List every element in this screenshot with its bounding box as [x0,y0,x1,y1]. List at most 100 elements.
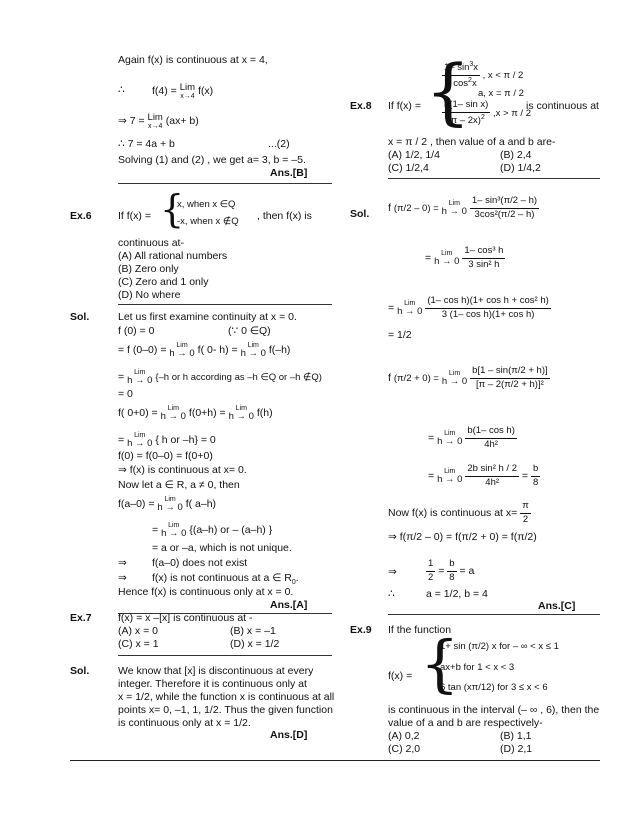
lim-subscript: h → 0 [228,411,254,422]
piece-case: 1+ sin (π/2) x for – ∞ < x ≤ 1 [440,641,559,652]
text-line: = 0 [118,388,133,400]
lim-word: Lim [167,405,179,412]
left-brace: { [425,49,471,133]
text-line: , then f(x) is [257,210,312,222]
text-segment: = [425,252,432,265]
lim-subscript: h → 0 [397,306,423,318]
text-segment: = [521,470,529,483]
lim-subscript: h → 0 [160,411,186,422]
piece-case: 6 tan (xπ/12) for 3 ≤ x < 6 [440,682,548,693]
text-line: Hence f(x) is continuous only at x = 0. [118,586,294,598]
option: (C) Zero and 1 only [118,276,209,288]
fraction: 1– sin3x 3 cos2x [442,60,481,91]
option: (D) 1/4,2 [500,162,541,174]
text-line: (∵ 0 ∈Q) [228,325,271,337]
lim-word: Lim [444,430,456,438]
option: (B) 2,4 [500,149,532,161]
piece-case: 1– sin3x 3 cos2x , x < π / 2 [442,60,523,91]
divider [118,183,332,184]
text-line: Let us first examine continuity at x = 0… [118,311,297,323]
text-segment: f(a–0) = [118,498,155,511]
text-segment: f(h) [256,407,273,420]
option: (B) 1,1 [500,730,532,742]
fraction: b[1 – sin(π/2 + h)][π – 2(π/2 + h)]² [470,365,550,392]
text-segment: { h or –h} = 0 [155,434,216,447]
text-segment: x [471,78,477,90]
left-brace: { [420,627,460,700]
lim-word: Lim [147,112,163,123]
denominator: [π – 2(π/2 + h)]² [476,378,544,390]
answer-label: Ans.[D] [270,729,308,741]
text-line: f (0) = 0 [118,325,155,337]
text-segment: = [118,371,125,384]
superscript: 2 [480,113,485,121]
text-segment: f(0+h) = [188,407,226,420]
text-segment: f( 0- h) = [197,344,238,357]
text-line: points x= 0, –1, 1, 1/2. Thus the given … [118,704,333,716]
numerator: 1 [426,558,436,572]
text-segment: = [388,302,395,315]
text-segment: {(a–h) or – (a–h) } [189,524,273,537]
text-segment: 3 cos [445,78,469,90]
text-segment: {–h or h according as –h ∈Q or –h ∉Q) [155,372,322,384]
piece-case: -x, when x ∉Q [177,216,239,227]
divider [118,613,332,614]
text-segment: f(–h) [268,344,291,357]
text-segment: f [388,372,391,385]
lim-word: Lim [134,369,146,376]
text-segment: = [428,470,435,483]
denominator: 3 sin² h [468,258,500,270]
divider [388,614,600,615]
denominator: 3cos²(π/2 – h) [474,208,535,220]
text-line: Now let a ∈ R, a ≠ 0, then [118,479,240,491]
text-segment: (π/2 – 0) = [393,203,439,215]
lim-word: Lim [134,432,146,439]
text-line: f(x) is not continuous at a ∈ R0. [152,571,299,588]
denominator: (π – 2x)2 [442,113,490,128]
option: (A) x = 0 [118,625,158,637]
text-line: ⇒ f(x) is continuous at x= 0. [118,464,247,476]
superscript: 2 [468,76,472,84]
option: (C) 2,0 [388,743,421,755]
lim-subscript: h → 0 [437,436,463,448]
text-segment: f [388,202,391,215]
text-segment: (π/2 + 0) = [393,373,439,385]
numerator: 1– sin3x [442,60,481,76]
numerator: b [447,558,457,572]
lim-subscript: h → 0 [157,502,183,513]
option: (D) x = 1/2 [230,638,280,650]
denominator: 2 [522,513,529,525]
divider [118,304,332,305]
fraction: 1– sin³(π/2 – h)3cos²(π/2 – h) [469,195,540,222]
denominator: 4h² [484,438,498,450]
numerator: 1– cos³ h [462,245,506,259]
lim-word: Lim [235,405,247,412]
text-segment: 1– sin [444,62,470,74]
fraction: b(1– sin x) (π – 2x)2 [442,99,491,128]
denominator: 2 [428,571,434,583]
text-segment: (ax+ b) [165,115,199,128]
text-segment: , x < π / 2 [482,69,524,81]
numerator: 2b sin² h / 2 [465,463,519,477]
option: (C) 1/2,4 [388,162,429,174]
option: (A) All rational numbers [118,250,228,262]
text-segment: . [295,572,299,584]
lim-word: Lim [444,468,456,476]
text-line: f(x) = x –[x] is continuous at - [118,612,253,624]
